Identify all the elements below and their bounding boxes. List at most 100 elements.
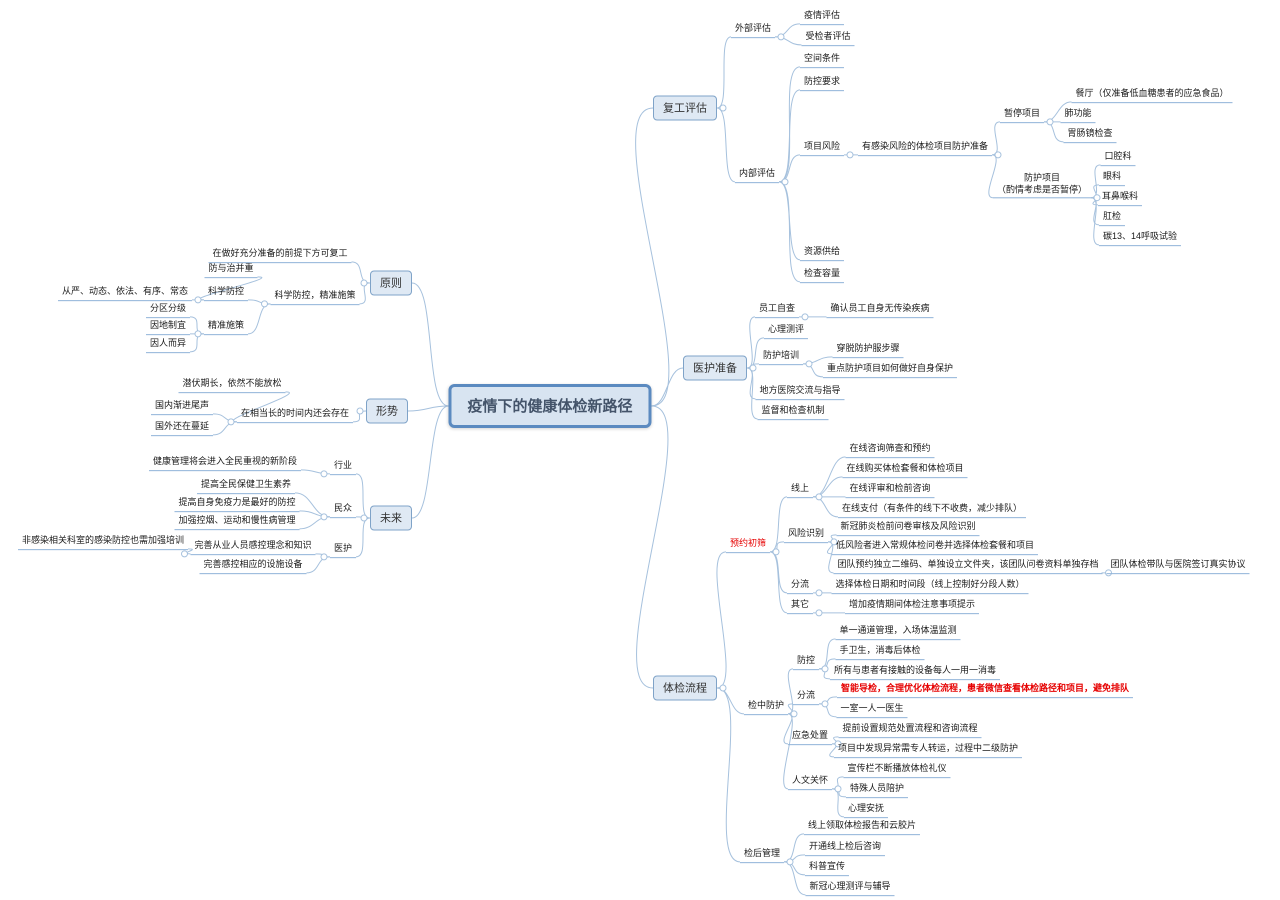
collapse-toggle-icon[interactable] (180, 550, 188, 558)
mindmap-node-chongfen-zhunbei[interactable]: 在做好充分准备的前提下方可复工 (208, 247, 352, 263)
mindmap-node-root[interactable]: 疫情下的健康体检新路径 (448, 384, 652, 428)
collapse-toggle-icon[interactable] (801, 313, 809, 321)
mindmap-node-yuanze[interactable]: 原则 (370, 270, 412, 296)
mindmap-node-yiqing-pinggu[interactable]: 疫情评估 (799, 9, 845, 25)
mindmap-node-mianyili[interactable]: 提高自身免疫力是最好的防控 (174, 496, 300, 512)
collapse-toggle-icon[interactable] (834, 785, 842, 793)
mindmap-node-kongjian-tiaojian[interactable]: 空间条件 (799, 52, 845, 68)
mindmap-node-fengxian-shibie[interactable]: 风险识别 (783, 527, 829, 543)
mindmap-node-yuangong-zicha[interactable]: 员工自查 (754, 302, 800, 318)
mindmap-node-erbihouke[interactable]: 耳鼻喉科 (1097, 190, 1143, 206)
collapse-toggle-icon[interactable] (790, 710, 798, 718)
mindmap-node-tijian-liucheng[interactable]: 体检流程 (653, 675, 717, 701)
mindmap-node-guowai[interactable]: 国外还在蔓延 (150, 420, 214, 436)
mindmap-node-gankong-linian[interactable]: 完善从业人员感控理念和知识 (190, 539, 316, 555)
mindmap-node-xianshang[interactable]: 线上 (786, 482, 814, 498)
mindmap-node-yingji-chuzhi[interactable]: 应急处置 (787, 729, 833, 745)
collapse-toggle-icon[interactable] (320, 553, 328, 561)
mindmap-node-teshu-peihu[interactable]: 特殊人员陪护 (845, 782, 909, 798)
mindmap-node-yihu-zhunbei[interactable]: 医护准备 (683, 355, 747, 381)
collapse-toggle-icon[interactable] (1105, 569, 1113, 577)
mindmap-node-qianfuqi[interactable]: 潜伏期长，依然不能放松 (178, 377, 286, 393)
collapse-toggle-icon[interactable] (830, 538, 838, 546)
collapse-toggle-icon[interactable] (777, 33, 785, 41)
mindmap-node-canting[interactable]: 餐厅（仅准备低血糖患者的应急食品） (1071, 87, 1233, 103)
mindmap-node-pingshen-zixun[interactable]: 在线评审和检前咨询 (845, 482, 935, 498)
mindmap-node-fenliu-jianzhong[interactable]: 分流 (792, 689, 820, 705)
collapse-toggle-icon[interactable] (994, 151, 1002, 159)
collapse-toggle-icon[interactable] (194, 330, 202, 338)
collapse-toggle-icon[interactable] (719, 104, 727, 112)
collapse-toggle-icon[interactable] (356, 407, 364, 415)
mindmap-node-congyan[interactable]: 从严、动态、依法、有序、常态 (57, 285, 193, 301)
mindmap-node-zhuanyun[interactable]: 项目中发现异常需专人转运，过程中二级防护 (833, 742, 1023, 758)
collapse-toggle-icon[interactable] (320, 470, 328, 478)
mindmap-node-fanghu-peixun[interactable]: 防护培训 (758, 349, 804, 365)
mindmap-node-zhongdian-fanghu[interactable]: 重点防护项目如何做好自身保护 (822, 362, 958, 378)
mindmap-node-kouqiangke[interactable]: 口腔科 (1100, 150, 1136, 166)
mindmap-node-jingzhun-shice[interactable]: 精准施策 (203, 319, 249, 335)
mindmap-node-weichangjing[interactable]: 胃肠镜检查 (1063, 127, 1117, 143)
collapse-toggle-icon[interactable] (360, 514, 368, 522)
mindmap-node-kexue-fangkong[interactable]: 科学防控 (203, 285, 249, 301)
mindmap-node-qita[interactable]: 其它 (786, 598, 814, 614)
collapse-toggle-icon[interactable] (260, 300, 268, 308)
collapse-toggle-icon[interactable] (227, 418, 235, 426)
mindmap-node-baogao-jiaopian[interactable]: 线上领取体检报告和云胶片 (803, 819, 921, 835)
mindmap-node-xuanchuanlan[interactable]: 宣传栏不断播放体检礼仪 (843, 762, 951, 778)
mindmap-node-yanke[interactable]: 眼科 (1098, 170, 1126, 186)
mindmap-node-tuandui-yuyue[interactable]: 团队预约独立二维码、单独设立文件夹，该团队问卷资料单独存档 (833, 558, 1103, 574)
mindmap-node-waibu-pinggu[interactable]: 外部评估 (730, 22, 776, 38)
collapse-toggle-icon[interactable] (815, 493, 823, 501)
mindmap-node-jianzhong-fanghu[interactable]: 检中防护 (743, 699, 789, 715)
collapse-toggle-icon[interactable] (786, 858, 794, 866)
collapse-toggle-icon[interactable] (1093, 194, 1101, 202)
mindmap-node-shouweisheng[interactable]: 手卫生，消毒后体检 (835, 644, 925, 660)
mindmap-node-xiangmu-fengxian[interactable]: 项目风险 (799, 140, 845, 156)
mindmap-node-zixun-yuyue[interactable]: 在线咨询筛查和预约 (845, 442, 935, 458)
mindmap-node-yinren-eryi[interactable]: 因人而异 (145, 337, 191, 353)
mindmap-node-wuchuanran[interactable]: 确认员工自身无传染疾病 (826, 302, 934, 318)
collapse-toggle-icon[interactable] (781, 178, 789, 186)
mindmap-node-fenliu-yuyue[interactable]: 分流 (786, 578, 814, 594)
mindmap-node-xuanze-riqi[interactable]: 选择体检日期和时间段（线上控制好分段人数） (831, 578, 1029, 594)
collapse-toggle-icon[interactable] (772, 548, 780, 556)
mindmap-node-tan-huxi[interactable]: 碳13、14呼吸试验 (1098, 230, 1182, 246)
mindmap-node-fenqu-fenji[interactable]: 分区分级 (145, 302, 191, 318)
mindmap-node-xinguan-wenjuan[interactable]: 新冠肺炎检前问卷审核及风险识别 (836, 520, 980, 536)
mindmap-node-shoujianzhe-pinggu[interactable]: 受检者评估 (801, 30, 855, 46)
mindmap-node-xinli-anfu[interactable]: 心理安抚 (843, 802, 889, 818)
mindmap-node-fugong-pinggu[interactable]: 复工评估 (653, 95, 717, 121)
mindmap-node-gankong-sheshi[interactable]: 完善感控相应的设施设备 (199, 558, 307, 574)
mindmap-node-feiganran-keshi[interactable]: 非感染相关科室的感染防控也需加强培训 (17, 534, 189, 550)
collapse-toggle-icon[interactable] (815, 589, 823, 597)
collapse-toggle-icon[interactable] (846, 151, 854, 159)
mindmap-node-zhineng-daojian[interactable]: 智能导检，合理优化体检流程，患者微信查看体检路径和项目，避免排队 (836, 682, 1134, 698)
mindmap-node-xinguan-ceping[interactable]: 新冠心理测评与辅导 (805, 880, 895, 896)
mindmap-node-xiangdang-chang[interactable]: 在相当长的时间内还会存在 (236, 407, 354, 423)
mindmap-node-fanghu-xiangmu[interactable]: 防护项目 （酌情考虑是否暂停） (992, 171, 1092, 199)
mindmap-node-weilai[interactable]: 未来 (370, 505, 412, 531)
mindmap-node-fangkong[interactable]: 防控 (792, 654, 820, 670)
mindmap-node-fangkong-yaoqiu[interactable]: 防控要求 (799, 75, 845, 91)
mindmap-node-guonei[interactable]: 国内渐进尾声 (150, 399, 214, 415)
mindmap-node-jianhou-zixun[interactable]: 开通线上检后咨询 (804, 840, 886, 856)
mindmap-node-kepu-xuanchuan[interactable]: 科普宣传 (804, 860, 850, 876)
collapse-toggle-icon[interactable] (719, 684, 727, 692)
mindmap-node-tongdao-guanli[interactable]: 单一通道管理，入场体温监测 (835, 624, 961, 640)
mindmap-node-zhuyi-shixiang[interactable]: 增加疫情期间体检注意事项提示 (844, 598, 980, 614)
mindmap-node-fangzhi-bingzhong[interactable]: 防与治并重 (204, 262, 258, 278)
collapse-toggle-icon[interactable] (805, 360, 813, 368)
mindmap-node-jiandu-jizhi[interactable]: 监督和检查机制 (757, 404, 829, 420)
collapse-toggle-icon[interactable] (815, 609, 823, 617)
mindmap-node-difengxian[interactable]: 低风险者进入常规体检问卷并选择体检套餐和项目 (831, 539, 1039, 555)
mindmap-node-yihu-renyuan[interactable]: 医护 (329, 542, 357, 558)
mindmap-node-feigongneng[interactable]: 肺功能 (1060, 107, 1096, 123)
mindmap-node-jiankang-guanli[interactable]: 健康管理将会进入全民重视的新阶段 (148, 455, 302, 471)
collapse-toggle-icon[interactable] (749, 364, 757, 372)
mindmap-node-ziyuan-gongji[interactable]: 资源供给 (799, 245, 845, 261)
mindmap-node-ganran-fengxian-zhunbei[interactable]: 有感染风险的体检项目防护准备 (857, 140, 993, 156)
collapse-toggle-icon[interactable] (821, 700, 829, 708)
mindmap-node-hangye[interactable]: 行业 (329, 459, 357, 475)
mindmap-node-jiancha-rongliang[interactable]: 检查容量 (799, 267, 845, 283)
